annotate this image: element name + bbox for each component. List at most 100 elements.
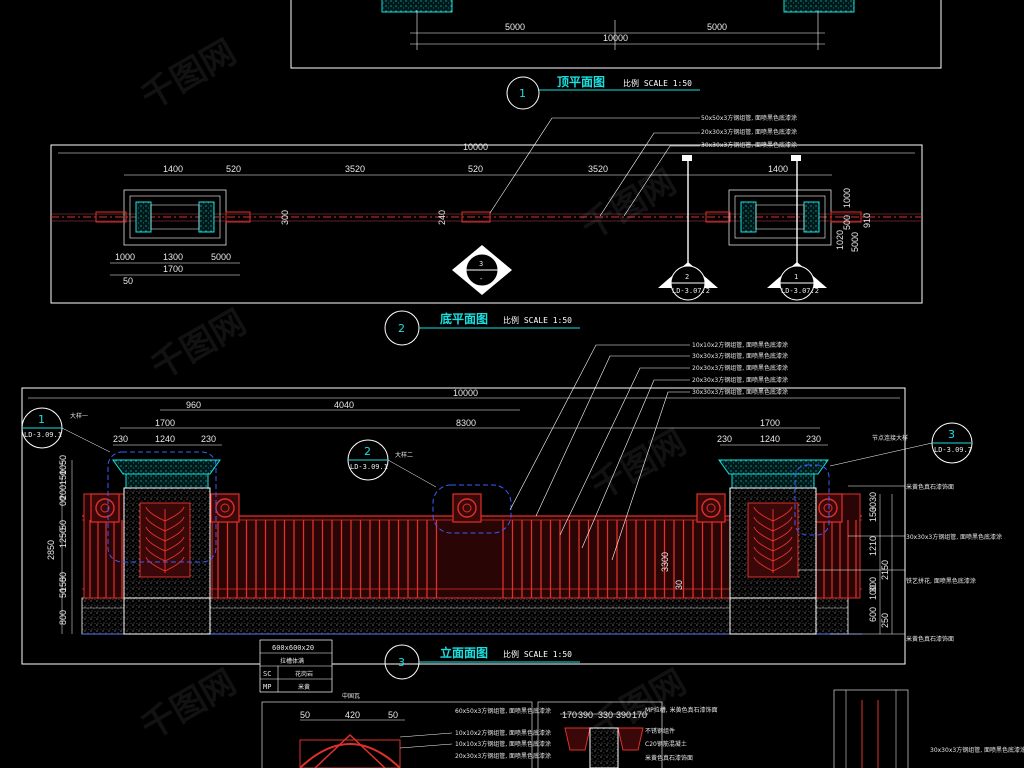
detail-marker-mid[interactable]: 2 LD-3.09.1 大样二 — [347, 439, 437, 488]
leaf-stroke — [145, 526, 166, 542]
section-marker-2[interactable]: 2 LD-3.07.2 — [658, 262, 718, 301]
bd-note-4: 20x30x3方钢组管, 面喷黑色底漆涂 — [455, 752, 551, 760]
material-row-2-name: 米黄 — [298, 683, 310, 691]
el-dim-mid-small: 30 — [674, 580, 684, 590]
elevation-left-dim: 50 — [58, 520, 68, 530]
el-right-note-4: 米黄色真石漆饰面 — [906, 635, 954, 643]
detail-marker-left-num: 1 — [38, 413, 45, 426]
el-dim-pr-2: 1240 — [760, 434, 780, 444]
bp-dim-lb-1: 1000 — [115, 252, 135, 262]
bd-far-note: 30x30x3方钢组管, 面喷黑色底漆涂 — [930, 746, 1024, 754]
bp-dim-lb-3: 5000 — [211, 252, 231, 262]
detail-marker-mid-ref: LD-3.09.1 — [350, 463, 388, 471]
bd-dim-7: 390 — [616, 710, 631, 720]
bd-right-note-2: 不锈钢组件 — [645, 727, 675, 735]
bd-note-3: 10x10x3方钢组管, 面喷黑色底漆涂 — [455, 740, 551, 748]
el-right-note-1: 米黄色真石漆饰面 — [906, 483, 954, 491]
elevation-number: 3 — [398, 656, 405, 669]
bd-dim-2: 420 — [345, 710, 360, 720]
leaf-stroke — [753, 536, 774, 552]
top-plan-frame — [290, 0, 942, 69]
elevation-right-dim: 3030 — [868, 492, 878, 512]
detail-highlight-mid[interactable] — [432, 484, 512, 534]
leaf-stroke — [164, 546, 185, 562]
el-callout-1: 10x10x2方钢组管, 面喷黑色底漆涂 — [692, 341, 788, 349]
bd-dim-1: 50 — [300, 710, 310, 720]
detail-marker-left-label: 大样一 — [70, 412, 88, 420]
bp-dim-3: 3520 — [345, 164, 365, 174]
leaf-stroke — [164, 516, 185, 532]
leaf-stroke — [753, 516, 774, 532]
el-dim-1700-right: 1700 — [760, 418, 780, 428]
el-right-note-2: 30x30x3方钢组管, 面喷黑色底漆涂 — [906, 533, 1002, 541]
elevation-left-dim: 1250 — [58, 528, 68, 548]
bp-dim-mid: 240 — [437, 210, 447, 225]
top-dim-2: 5000 — [707, 22, 727, 32]
elevation-left-dim: 150 — [58, 577, 68, 592]
section-marker-2-ref: LD-3.07.2 — [672, 287, 710, 295]
elevation-frame — [21, 387, 906, 665]
detail-highlight-left[interactable] — [107, 451, 217, 563]
top-dim-total: 10000 — [603, 33, 628, 43]
elevation-right-dim: 250 — [880, 613, 890, 628]
bd-right-note-3: C20钢筋混凝土 — [645, 740, 687, 748]
material-table: 600x600x20 拉槽体满 SC 花岗岩 MP 米黄 — [259, 639, 333, 693]
detail-mid-title: 中国瓦 — [342, 692, 360, 700]
section-marker-1-num: 1 — [794, 273, 798, 281]
section-marker-1-ref: LD-3.07.2 — [781, 287, 819, 295]
bp-dim-1: 1400 — [163, 164, 183, 174]
medallion — [90, 493, 120, 523]
leaf-stroke — [145, 506, 166, 522]
leaf-stroke — [145, 516, 166, 532]
el-dim-pr-3: 230 — [806, 434, 821, 444]
bp-dim-rs-5: 910 — [862, 213, 872, 228]
detail-marker-left-ref: LD-3.09.1 — [24, 431, 62, 439]
top-plan-number-circle — [506, 76, 540, 110]
el-dim-pl-2: 1240 — [155, 434, 175, 444]
leaf-stroke — [772, 506, 793, 522]
el-dim-960: 960 — [186, 400, 201, 410]
section-marker-3[interactable]: 3 - — [452, 245, 512, 295]
leaf-stroke — [164, 536, 185, 552]
leaf-stroke — [772, 526, 793, 542]
bd-note-1: 60x50x3方钢组管, 面喷黑色底漆涂 — [455, 707, 551, 715]
elevation-right-dim: 100 — [868, 585, 878, 600]
medallion — [813, 493, 843, 523]
detail-marker-right[interactable]: 3 LD-3.09.7 节点连接大样 — [829, 422, 973, 467]
leaf-stroke — [772, 516, 793, 532]
detail-marker-right-ref: LD-3.09.7 — [934, 446, 972, 454]
el-dim-mid: 3300 — [660, 552, 670, 572]
detail-marker-left[interactable]: 1 LD-3.09.1 大样一 — [21, 407, 111, 453]
detail-highlight-right[interactable] — [794, 464, 830, 536]
elevation: 10000 960 4040 1700 8300 1700 230 1240 2… — [21, 341, 1002, 680]
fence-panel — [211, 515, 731, 599]
material-table-subheader: 拉槽体满 — [280, 657, 304, 665]
bp-dim-rs-3: 1020 — [835, 230, 845, 250]
medallion — [696, 493, 726, 523]
bd-dim-5: 390 — [578, 710, 593, 720]
el-dim-8300: 8300 — [456, 418, 476, 428]
leaf-stroke — [753, 546, 774, 562]
leaf-stroke — [164, 526, 185, 542]
bp-dim-lb-5: 50 — [123, 276, 133, 286]
bd-dim-6: 330 — [598, 710, 613, 720]
leaf-stroke — [772, 556, 793, 572]
el-callout-3: 20x30x3方钢组管, 面喷黑色底漆涂 — [692, 364, 788, 372]
elevation-right-dim: 1210 — [868, 536, 878, 556]
material-row-1-name: 花岗岩 — [295, 670, 313, 678]
bottom-details: 中国瓦 50 420 50 60x50x3方钢组管, 面喷黑色底漆涂 10x10… — [261, 689, 1024, 768]
elevation-right-dim: 600 — [868, 607, 878, 622]
elevation-post-right — [718, 459, 829, 635]
el-callout-4: 20x30x3方钢组管, 面喷黑色底漆涂 — [692, 376, 788, 384]
bottom-plan-title: 底平面图 — [440, 311, 488, 326]
section-marker-2-num: 2 — [685, 273, 689, 281]
fence-medallions — [90, 493, 843, 523]
bd-right-note-4: 米黄色真石漆饰面 — [645, 754, 693, 762]
bp-dim-rs-2: 500 — [842, 215, 852, 230]
material-table-header: 600x600x20 — [272, 644, 314, 652]
elevation-left-dim: 50 — [58, 455, 68, 465]
section-marker-1[interactable]: 1 LD-3.07.2 — [767, 262, 827, 301]
fence-bars — [217, 520, 723, 598]
elevation-left-dim: 50 — [58, 588, 68, 598]
